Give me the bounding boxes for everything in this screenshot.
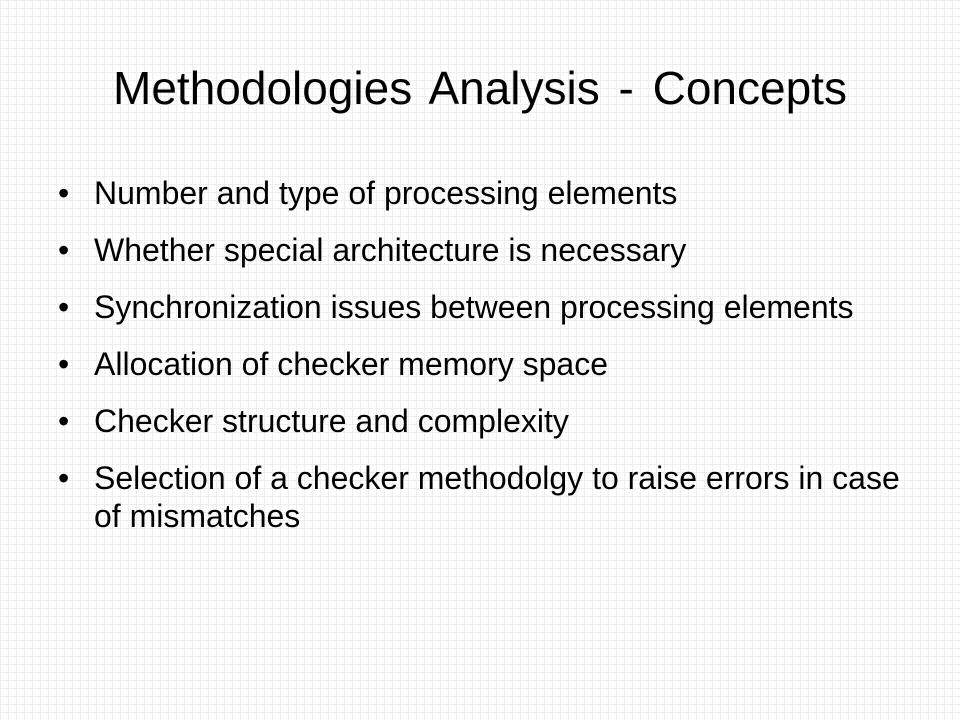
bullet-dot-icon: • (58, 346, 70, 382)
bullet-text: Checker structure and complexity (94, 403, 569, 439)
bullet-item: • Whether special architecture is necess… (58, 231, 908, 269)
bullet-list: • Number and type of processing elements… (58, 174, 908, 554)
bullet-item: • Selection of a checker methodolgy to r… (58, 459, 908, 535)
slide-title: Methodologies Analysis - Concepts (113, 62, 847, 114)
bullet-text: Allocation of checker memory space (94, 346, 608, 382)
bullet-item: • Synchronization issues between process… (58, 288, 908, 326)
bullet-dot-icon: • (58, 175, 70, 211)
bullet-text: Synchronization issues between processin… (94, 289, 854, 325)
bullet-dot-icon: • (58, 403, 70, 439)
bullet-item: • Number and type of processing elements (58, 174, 908, 212)
bullet-text: Selection of a checker methodolgy to rai… (94, 460, 900, 534)
bullet-item: • Allocation of checker memory space (58, 345, 908, 383)
bullet-item: • Checker structure and complexity (58, 402, 908, 440)
bullet-dot-icon: • (58, 289, 70, 325)
bullet-dot-icon: • (58, 232, 70, 268)
bullet-text: Whether special architecture is necessar… (94, 232, 687, 268)
bullet-dot-icon: • (58, 460, 70, 496)
bullet-text: Number and type of processing elements (94, 175, 678, 211)
